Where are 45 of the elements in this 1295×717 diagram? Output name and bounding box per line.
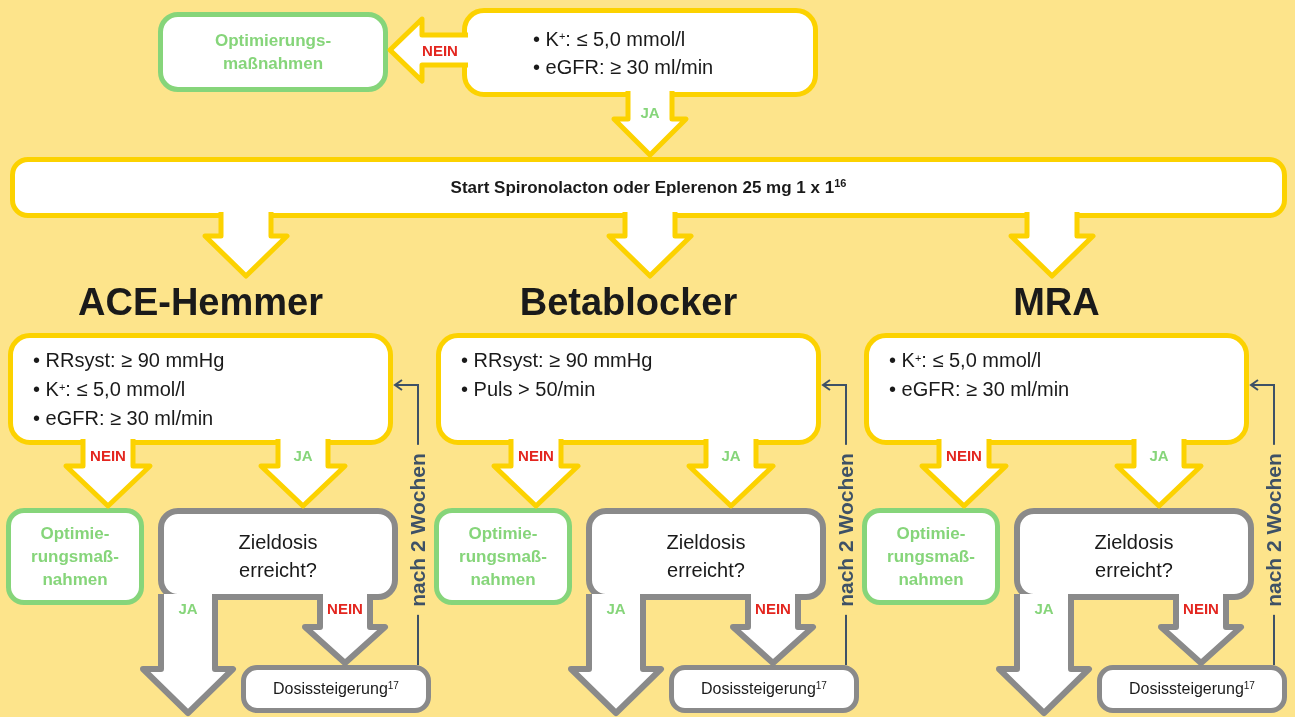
action-text: Optimierungs- maßnahmen: [213, 30, 333, 75]
criteria-item: • RRsyst: ≥ 90 mmHg: [33, 348, 226, 373]
decision-text: Zieldosis erreicht?: [665, 530, 747, 583]
action-box: [862, 508, 1000, 605]
step-text: Dosissteigerung$^{17}$: [1129, 679, 1255, 699]
block-arrow: [140, 591, 236, 716]
column-heading: MRA: [1012, 280, 1101, 325]
start-box: [10, 157, 1287, 218]
criteria-item: • K$^{+}$: ≤ 5,0 mmol/l: [33, 377, 187, 402]
column-heading: Betablocker: [518, 280, 739, 325]
criteria-item: • eGFR: ≥ 30 ml/min: [33, 406, 215, 431]
block-arrow: [611, 88, 689, 158]
criteria-item: • K$^{+}$: ≤ 5,0 mmol/l: [533, 26, 687, 52]
step-box: [241, 665, 431, 713]
block-arrow: [686, 436, 776, 509]
step-text: Dosissteigerung$^{17}$: [273, 679, 399, 699]
step-box: [1097, 665, 1287, 713]
decision-box: [586, 508, 826, 600]
decision-box: [158, 508, 398, 600]
criteria-item: • eGFR: ≥ 30 ml/min: [533, 54, 715, 80]
block-arrow: [606, 209, 694, 279]
criteria-item: • eGFR: ≥ 30 ml/min: [889, 377, 1071, 402]
action-box: [434, 508, 572, 605]
criteria-box: [462, 8, 818, 97]
block-arrow: [996, 591, 1092, 716]
decision-box: [1014, 508, 1254, 600]
action-text: Optimie- rungsmaß- nahmen: [886, 523, 976, 591]
criteria-item: • K$^{+}$: ≤ 5,0 mmol/l: [889, 348, 1043, 373]
action-text: Optimie- rungsmaß- nahmen: [458, 523, 548, 591]
block-arrow: [258, 436, 348, 509]
decision-text: Zieldosis erreicht?: [237, 530, 319, 583]
block-arrow: [1114, 436, 1204, 509]
column-heading: ACE-Hemmer: [77, 280, 324, 325]
decision-text: Zieldosis erreicht?: [1093, 530, 1175, 583]
action-box: [158, 12, 388, 92]
block-arrow: [568, 591, 664, 716]
block-arrow: [202, 209, 290, 279]
criteria-item: • Puls > 50/min: [461, 377, 597, 402]
criteria-item: • RRsyst: ≥ 90 mmHg: [461, 348, 654, 373]
block-arrow: [1008, 209, 1096, 279]
action-text: Optimie- rungsmaß- nahmen: [30, 523, 120, 591]
action-box: [6, 508, 144, 605]
start-text: Start Spironolacton oder Eplerenon 25 mg 1 x 1$^{16}$: [450, 176, 847, 199]
step-text: Dosissteigerung$^{17}$: [701, 679, 827, 699]
step-box: [669, 665, 859, 713]
